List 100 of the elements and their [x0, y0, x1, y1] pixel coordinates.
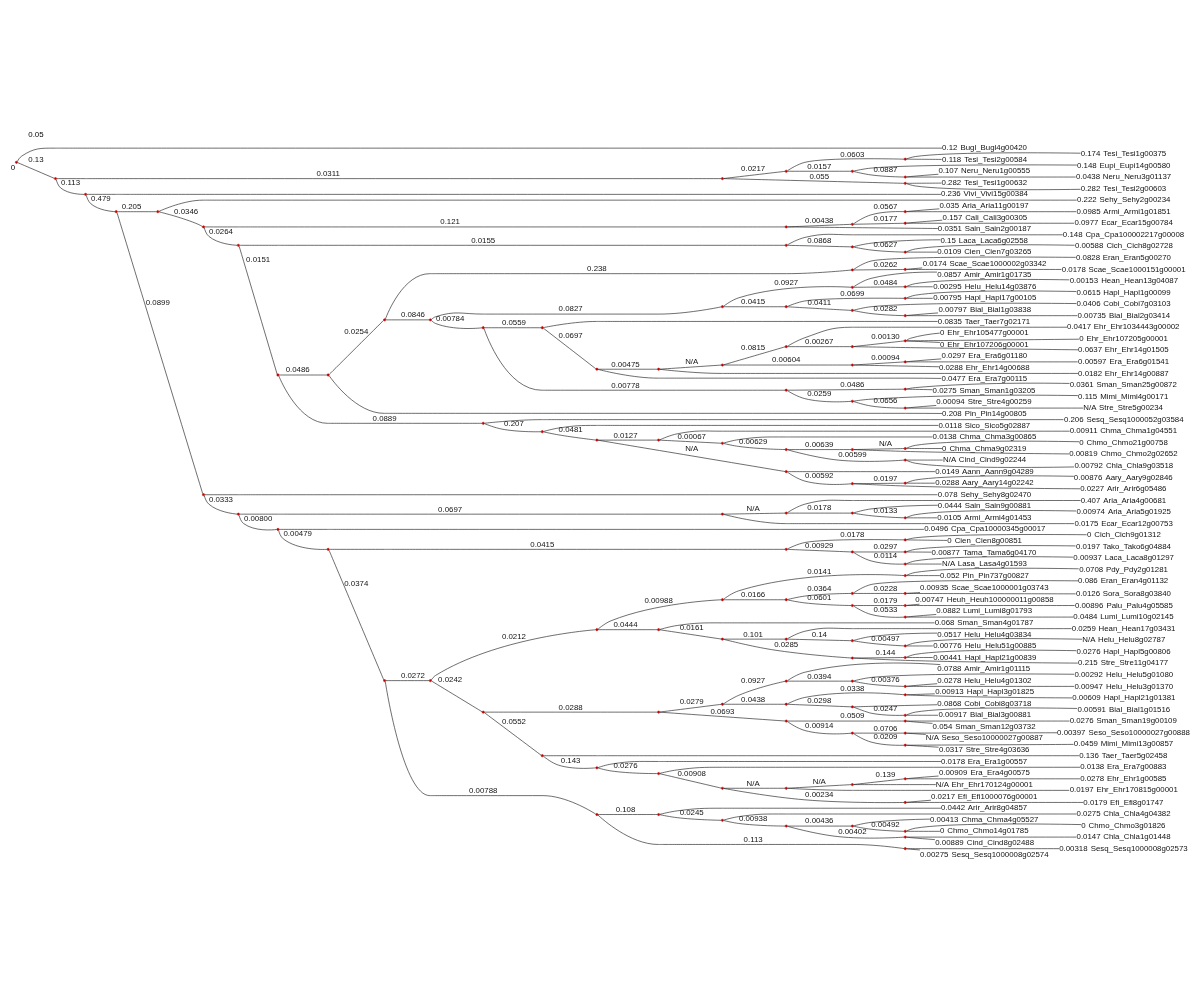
connector [543, 424, 939, 432]
connector [906, 407, 1084, 408]
connector [906, 707, 1078, 715]
node-circle [903, 359, 907, 363]
connector [853, 579, 1079, 593]
node-circle [851, 603, 854, 607]
node-circle [851, 679, 854, 683]
connector [906, 278, 1070, 287]
connector [906, 158, 942, 160]
connector [906, 482, 936, 483]
node-circle [657, 710, 660, 714]
connector [483, 327, 786, 391]
connector [906, 509, 1077, 518]
node-circle [851, 481, 854, 485]
node-circle [903, 550, 907, 553]
connector [853, 345, 1079, 350]
connector [278, 529, 328, 550]
connector [787, 720, 852, 734]
node-circle [851, 363, 854, 366]
node-circle [595, 765, 599, 769]
node-circle [721, 304, 724, 308]
connector [853, 361, 905, 365]
connector [659, 368, 1079, 374]
node-circle [721, 176, 724, 180]
connector [238, 245, 278, 374]
node-circle [721, 597, 724, 601]
node-circle [721, 441, 724, 445]
connector [431, 306, 722, 320]
node-circle [903, 684, 907, 688]
connector [158, 211, 203, 227]
connector [17, 147, 943, 162]
node-circle [851, 169, 854, 173]
connector [906, 830, 941, 832]
connector [906, 656, 934, 658]
connector [906, 616, 1074, 617]
node-circle [657, 771, 660, 775]
connector [17, 161, 55, 179]
connector [853, 778, 905, 785]
connector [906, 592, 1076, 594]
node-circle [276, 527, 280, 531]
connector [906, 314, 1078, 316]
connector [597, 368, 658, 370]
connector [723, 787, 786, 789]
node-circle [903, 603, 907, 607]
connector [853, 268, 905, 270]
connector [906, 332, 941, 341]
node-circle [595, 812, 599, 816]
node-circle [657, 438, 660, 441]
node-circle [903, 846, 907, 850]
connector [906, 682, 938, 687]
node-circle [326, 373, 330, 376]
connector [723, 819, 786, 826]
node-circle [595, 627, 599, 631]
node-circle [851, 591, 854, 595]
node-circle [851, 550, 854, 553]
node-circle [903, 591, 907, 595]
node-circle [903, 743, 907, 747]
connector [853, 210, 905, 224]
connector [659, 430, 1070, 440]
connector [906, 743, 1074, 746]
connector [906, 645, 934, 646]
connector [906, 222, 1075, 224]
connector [906, 340, 941, 343]
node-circle [276, 373, 280, 376]
connector [853, 239, 941, 247]
connector [853, 703, 938, 707]
connector [906, 649, 1077, 658]
connector [787, 305, 852, 311]
node-circle [851, 344, 854, 348]
connector [853, 246, 905, 252]
node-circle [202, 225, 205, 228]
connector [906, 694, 1073, 698]
connector [906, 539, 948, 541]
connector [906, 243, 1075, 252]
connector [906, 603, 920, 606]
connector [787, 592, 852, 600]
connector [853, 164, 1078, 171]
node-circle [784, 824, 788, 827]
connector [787, 787, 1070, 791]
connector [906, 447, 943, 449]
node-circle [903, 209, 907, 213]
node-circle [903, 835, 907, 838]
node-circle [784, 702, 788, 706]
node-circle [851, 824, 854, 827]
node-circle [851, 308, 854, 312]
node-circle [903, 655, 907, 659]
node-circle [903, 250, 907, 254]
node-circle [903, 458, 907, 461]
connector [853, 482, 1081, 489]
connector [906, 533, 1087, 540]
connector [543, 431, 596, 440]
connector [853, 448, 1070, 454]
connector [431, 628, 597, 680]
node-circle [236, 243, 240, 247]
connector [787, 627, 1072, 639]
connector [278, 375, 483, 424]
connector [906, 836, 1077, 837]
connector [787, 499, 1081, 513]
node-circle [903, 538, 907, 541]
node-circle [721, 637, 724, 641]
